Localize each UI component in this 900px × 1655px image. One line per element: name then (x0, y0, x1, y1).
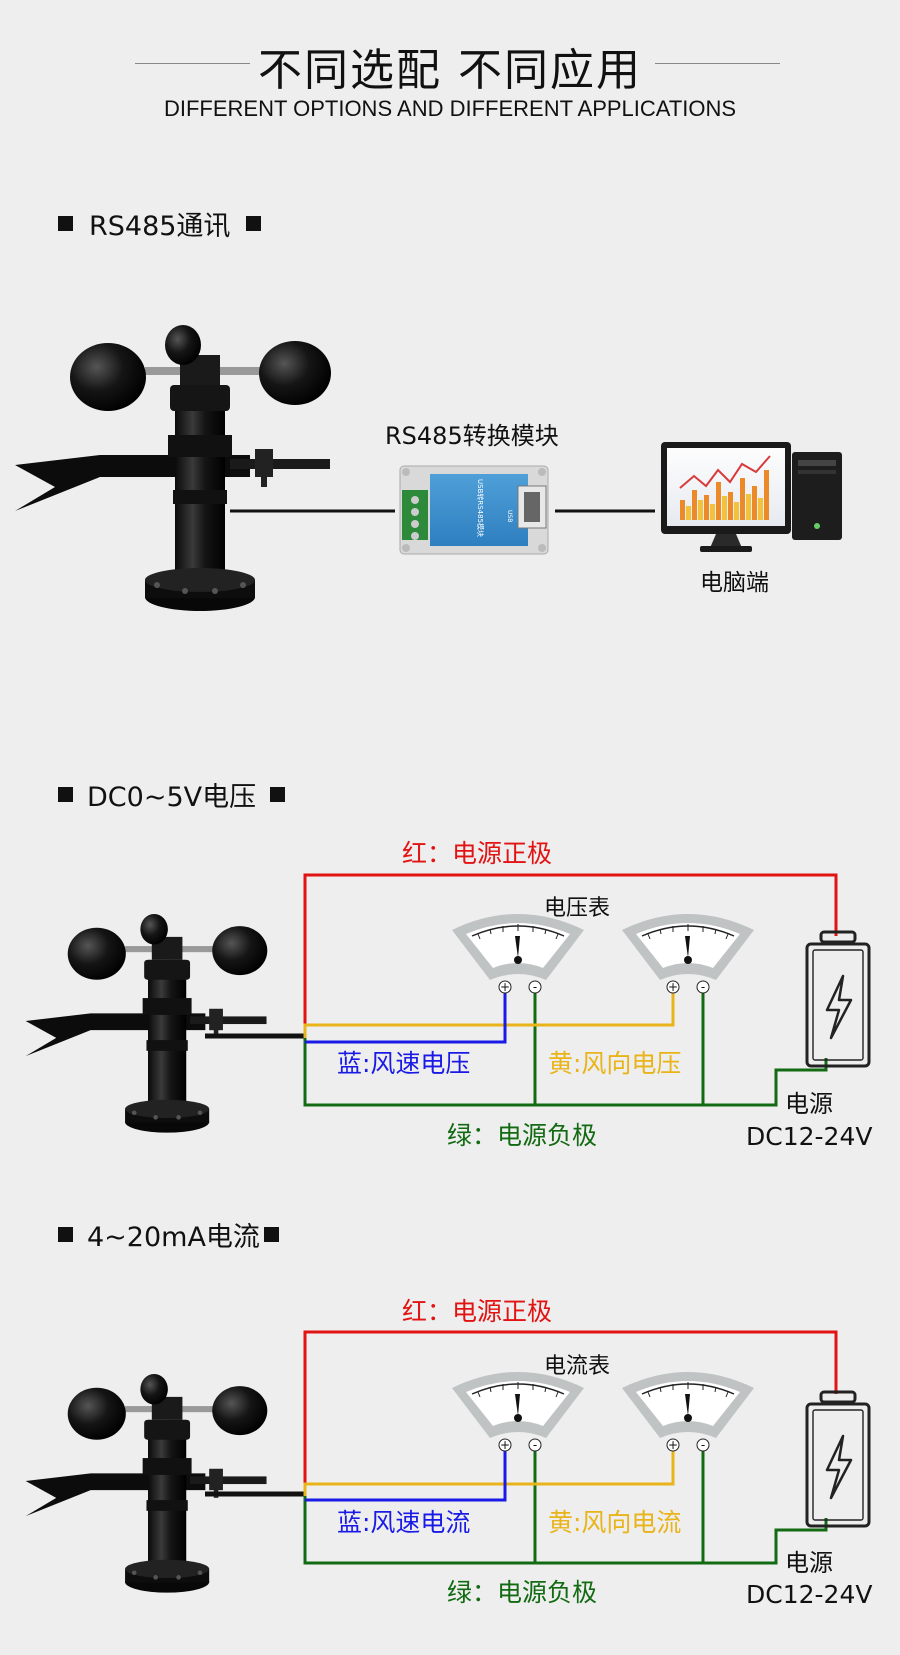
blue-wire-label: 蓝:风速电流 (337, 1508, 471, 1537)
battery-icon (805, 1390, 871, 1528)
plus-terminal: + (668, 1438, 678, 1452)
usb-label: USB (506, 510, 513, 522)
voltmeter-direction (621, 913, 755, 981)
plus-terminal: + (500, 980, 510, 994)
section-heading-rs485: RS485通讯 (58, 204, 262, 243)
blue-wire-label: 蓝:风速电压 (337, 1049, 471, 1078)
pc-label: 电脑端 (700, 570, 769, 596)
yellow-wire-label: 黄:风向电压 (548, 1049, 682, 1078)
meter-label: 电压表 (544, 896, 611, 921)
meter-terminals-voltage (498, 980, 710, 994)
power-value: DC12-24V (746, 1580, 873, 1609)
anemometer-device-voltage (25, 913, 268, 1133)
meter-terminals-current (498, 1438, 710, 1452)
minus-terminal: - (701, 980, 705, 994)
plus-terminal: + (500, 1438, 510, 1452)
battery-icon (805, 930, 871, 1068)
voltmeter-speed (451, 913, 585, 981)
plus-terminal: + (668, 980, 678, 994)
bullet-square-icon (263, 1227, 279, 1242)
page-title: 不同选配 不同应用 (258, 45, 642, 96)
converter-label: RS485转换模块 (385, 422, 559, 450)
section-heading-current: 4~20mA电流 (58, 1215, 279, 1254)
anemometer-device-rs485 (15, 325, 331, 611)
wiring-voltage (303, 873, 838, 1107)
meter-label: 电流表 (544, 1354, 611, 1379)
bullet-square-icon (58, 1227, 73, 1242)
module-text: USB转RS485模块 (476, 479, 485, 537)
power-value: DC12-24V (746, 1122, 873, 1151)
bullet-square-icon (58, 787, 73, 802)
power-label: 电源 (785, 1090, 833, 1118)
power-label: 电源 (785, 1549, 833, 1577)
anemometer-device-current (25, 1373, 268, 1593)
yellow-wire-label: 黄:风向电流 (548, 1508, 682, 1537)
green-wire-label: 绿：电源负极 (447, 1121, 598, 1150)
bullet-square-icon (58, 216, 73, 231)
section-heading-voltage: DC0~5V电压 (58, 775, 286, 814)
minus-terminal: - (533, 1438, 537, 1452)
bullet-square-icon (270, 787, 286, 802)
ammeter-direction (621, 1371, 755, 1439)
bullet-square-icon (246, 216, 262, 231)
page-subtitle: DIFFERENT OPTIONS AND DIFFERENT APPLICAT… (163, 96, 737, 121)
rs485-converter-module: USB转RS485模块 USB (399, 465, 549, 555)
ammeter-speed (451, 1371, 585, 1439)
red-wire-label: 红：电源正极 (402, 839, 553, 868)
minus-terminal: - (701, 1438, 705, 1452)
computer-icon (661, 442, 842, 552)
header-rule-right (655, 63, 780, 64)
minus-terminal: - (533, 980, 537, 994)
header-rule-left (135, 63, 250, 64)
red-wire-label: 红：电源正极 (402, 1297, 553, 1326)
wiring-current (303, 1330, 838, 1565)
green-wire-label: 绿：电源负极 (447, 1578, 598, 1607)
